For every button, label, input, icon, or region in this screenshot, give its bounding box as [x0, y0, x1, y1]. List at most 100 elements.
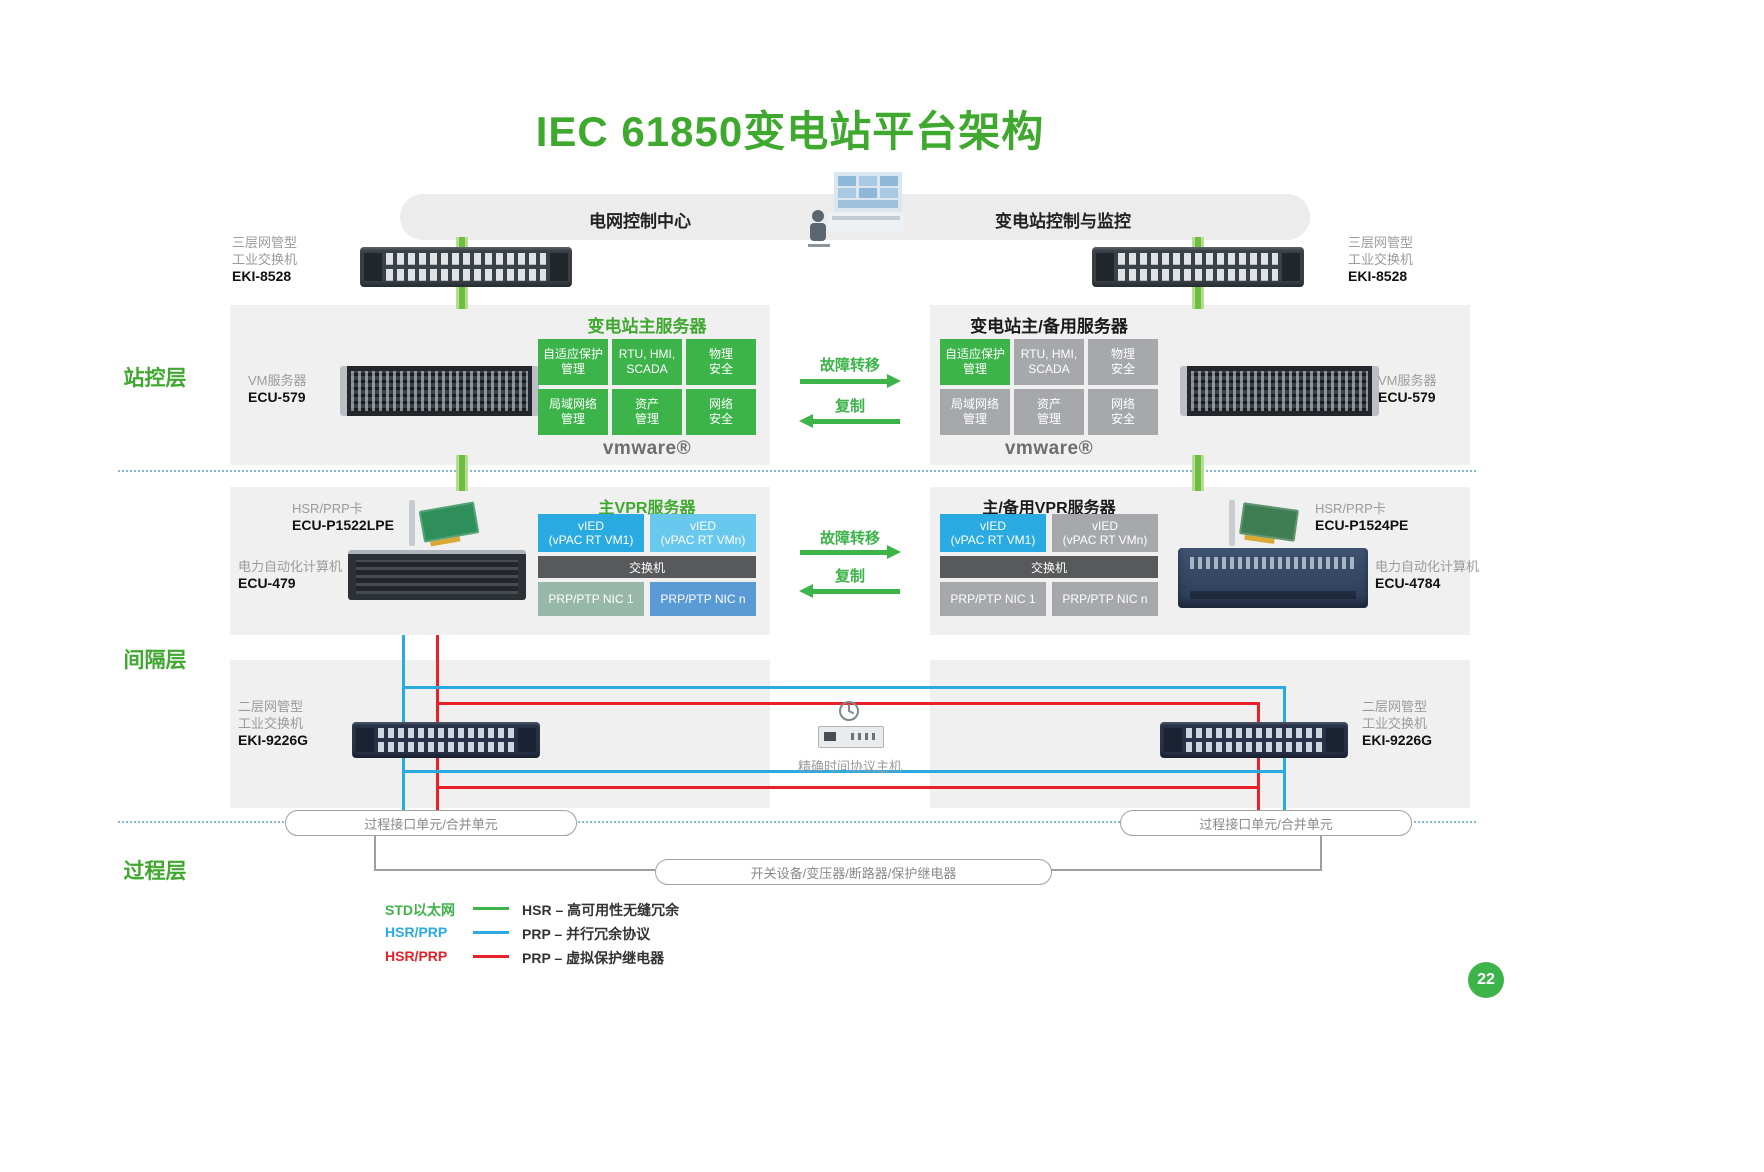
wire-red-horizontal-top: [436, 702, 1260, 705]
device-model: EKI-8528: [1348, 268, 1408, 284]
vpr-main-nic-1: PRP/PTP NIC 1: [538, 582, 644, 616]
device-type-line: HSR/PRP卡: [1315, 501, 1386, 516]
failover-arrow-vpr: [800, 545, 901, 559]
ptp-host-label: 精确时间协议主机: [797, 759, 902, 774]
station-main-cell-network-security: 网络 安全: [686, 389, 756, 435]
device-model: ECU-P1524PE: [1315, 517, 1409, 533]
server-front-texture: [1190, 557, 1356, 569]
switchgear-pill: 开关设备/变压器/断路器/保护继电器: [655, 859, 1052, 885]
card-bracket: [409, 500, 415, 546]
wire-blue-horizontal-bottom: [402, 770, 1286, 773]
ecu-4784-label: 电力自动化计算机 ECU-4784: [1375, 558, 1483, 592]
device-type-line: 二层网管型: [1362, 699, 1428, 714]
switch-side-module: [1164, 728, 1182, 752]
switch-side-module: [356, 728, 374, 752]
wire-blue-horizontal-top: [402, 686, 1286, 689]
switch-side-module: [1096, 253, 1114, 281]
ecu-4784-server-image: [1178, 548, 1368, 608]
device-model: EKI-8528: [232, 268, 292, 284]
device-type-line: 电力自动化计算机: [238, 559, 343, 574]
switch-ports-texture: [378, 728, 514, 752]
vpr-backup-vied-vm1: vIED (vPAC RT VM1): [940, 514, 1046, 552]
clock-icon: [839, 701, 859, 721]
server-vent-texture: [351, 371, 528, 411]
device-type-line: 工业交换机: [1362, 716, 1428, 731]
device-model: ECU-579: [248, 389, 306, 405]
green-link-mid-left: [456, 455, 468, 491]
station-backup-cell-asset-management: 资产 管理: [1014, 389, 1084, 435]
legend-line-red: [473, 955, 509, 958]
page-number-badge: 22: [1468, 962, 1504, 998]
failover-arrow-station: [800, 374, 901, 388]
station-backup-cell-lan-management: 局域网络 管理: [940, 389, 1010, 435]
banner-substation-control: 变电站控制与监控: [995, 212, 1131, 231]
banner-grid-control-center: 电网控制中心: [589, 212, 691, 231]
device-type-line: 工业交换机: [238, 716, 304, 731]
switch-side-module: [518, 728, 536, 752]
server-vent-texture: [1191, 371, 1368, 411]
server-vent-texture: [356, 560, 518, 594]
failover-label-vpr: 故障转移: [819, 530, 880, 547]
vpr-main-switch-bar: 交换机: [538, 556, 756, 578]
wire-red-horizontal-bottom: [436, 786, 1260, 789]
page-title: IEC 61850变电站平台架构: [535, 108, 1045, 155]
eki-9226g-label-right: 二层网管型 工业交换机 EKI-9226G: [1362, 698, 1472, 749]
device-model: ECU-479: [238, 575, 296, 591]
switch-ports-texture: [1118, 253, 1278, 281]
hsr-prp-card-label-right: HSR/PRP卡 ECU-P1524PE: [1315, 500, 1430, 534]
device-type-line: 三层网管型: [232, 235, 298, 250]
station-backup-title: 变电站主/备用服务器: [970, 317, 1128, 336]
ecu-479-label: 电力自动化计算机 ECU-479: [238, 558, 344, 592]
ecu-579-server-image-left: [340, 366, 539, 416]
ptp-host-image: [818, 726, 884, 748]
device-type-line: VM服务器: [248, 373, 307, 388]
hsr-prp-card-image-left: [405, 498, 485, 550]
process-interface-pill-left: 过程接口单元/合并单元: [285, 810, 577, 836]
control-room-image: [808, 172, 904, 247]
layer-separator-2: [118, 821, 1476, 823]
station-backup-cell-rtu-hmi-scada: RTU, HMI, SCADA: [1014, 339, 1084, 385]
layer-label-bay: 间隔层: [123, 649, 187, 672]
switch-ports-texture: [386, 253, 546, 281]
vpr-backup-title: 主/备用VPR服务器: [982, 500, 1116, 517]
eki-8528-switch-image-right: [1092, 247, 1304, 287]
layer-separator-1: [118, 470, 1476, 472]
eki-8528-label-right: 三层网管型 工业交换机 EKI-8528: [1348, 234, 1468, 285]
card-pcb: [1239, 502, 1299, 542]
legend-line-green: [473, 907, 509, 910]
station-backup-cell-network-security: 网络 安全: [1088, 389, 1158, 435]
device-model: EKI-9226G: [238, 732, 309, 748]
switch-side-module: [1282, 253, 1300, 281]
switch-ports-texture: [1186, 728, 1322, 752]
device-type-line: 三层网管型: [1348, 235, 1414, 250]
replicate-label-vpr: 复制: [834, 568, 865, 585]
ecu-579-label-left: VM服务器 ECU-579: [248, 372, 338, 406]
hsr-prp-card-image-right: [1225, 498, 1305, 550]
vmware-logo-left: vmware®: [602, 438, 692, 459]
process-interface-pill-right: 过程接口单元/合并单元: [1120, 810, 1412, 836]
ecu-579-label-right: VM服务器 ECU-579: [1378, 372, 1478, 406]
legend-text-prp: PRP – 并行冗余协议: [522, 926, 651, 942]
station-main-cell-asset-management: 资产 管理: [612, 389, 682, 435]
legend-line-blue: [473, 931, 509, 934]
legend-text-hsr: HSR – 高可用性无缝冗余: [522, 902, 680, 918]
gray-connector-left-vertical: [374, 834, 376, 871]
device-model: ECU-579: [1378, 389, 1436, 405]
ecu-479-server-image: [348, 550, 526, 600]
eki-9226g-switch-image-left: [352, 722, 540, 758]
eki-9226g-switch-image-right: [1160, 722, 1348, 758]
vpr-main-vied-vmn: vIED (vPAC RT VMn): [650, 514, 756, 552]
device-type-line: HSR/PRP卡: [292, 501, 363, 516]
replicate-arrow-vpr: [799, 584, 900, 598]
eki-8528-switch-image-left: [360, 247, 572, 287]
station-backup-cell-physical-security: 物理 安全: [1088, 339, 1158, 385]
vpr-main-nic-n: PRP/PTP NIC n: [650, 582, 756, 616]
vpr-backup-nic-n: PRP/PTP NIC n: [1052, 582, 1158, 616]
gray-connector-right-vertical: [1320, 834, 1322, 871]
vpr-backup-vied-vmn: vIED (vPAC RT VMn): [1052, 514, 1158, 552]
gray-connector-right-horizontal: [1050, 869, 1322, 871]
server-band: [1190, 591, 1356, 599]
device-model: ECU-4784: [1375, 575, 1441, 591]
device-model: EKI-9226G: [1362, 732, 1433, 748]
